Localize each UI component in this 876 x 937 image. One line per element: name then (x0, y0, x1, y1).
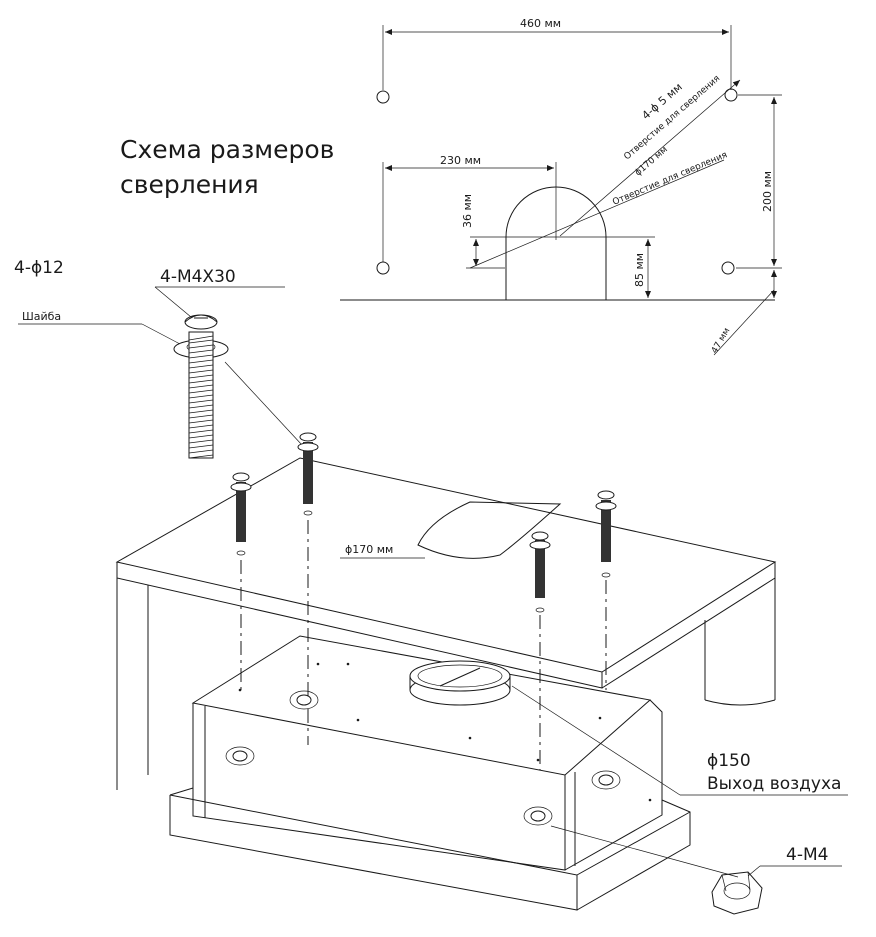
large-screw-thread (188, 339, 214, 459)
large-screw-head (184, 314, 218, 330)
mount-nut-4 (591, 770, 621, 790)
washer-label: Шайба (22, 310, 61, 323)
screw-3 (529, 531, 551, 613)
hex-nut (711, 871, 763, 915)
duct-cutout-arch (505, 186, 607, 300)
screw-leader (154, 286, 198, 323)
cutout-label: ϕ170 мм (345, 543, 393, 556)
screw-4 (595, 490, 617, 578)
screw-2 (297, 432, 319, 516)
mount-nut-3 (523, 806, 553, 826)
cabinet-duct-cutout (417, 501, 562, 559)
dim-47-label: 47 мм (710, 326, 733, 355)
title-line-1: Схема размеров (120, 135, 334, 164)
dim-230-label: 230 мм (440, 154, 481, 167)
dim-47-leader (713, 289, 775, 356)
dim-460-label: 460 мм (520, 17, 561, 30)
dim-36-label: 36 мм (461, 194, 474, 228)
cutout-note-leader (469, 159, 725, 269)
wall-cabinet: ϕ170 мм (115, 432, 777, 790)
mount-nut-1 (289, 690, 319, 710)
dim-85-label: 85 мм (633, 253, 646, 287)
hole-note-leader (559, 79, 741, 237)
hood-top-panel (191, 635, 652, 776)
outlet-label: Выход воздуха (707, 774, 841, 794)
drill-hole-bottom-left (376, 261, 390, 275)
washer-count-label: 4-ϕ12 (14, 258, 64, 278)
title-line-2: сверления (120, 170, 259, 199)
washer-leader (141, 323, 181, 345)
hood-front-frame (169, 794, 578, 911)
cabinet-bottom-panel (115, 457, 777, 673)
drill-hole-top-left (376, 90, 390, 104)
screw-label: 4-M4X30 (160, 267, 236, 287)
outlet-diameter-label: ϕ150 (707, 751, 751, 771)
nut-label: 4-M4 (786, 845, 828, 865)
dim-200-label: 200 мм (761, 171, 774, 212)
range-hood-body (169, 635, 691, 911)
drilling-scheme: 460 мм 230 мм 36 мм 85 мм 200 мм 47 мм (340, 17, 782, 356)
air-outlet-collar (409, 660, 511, 706)
mount-nut-2 (225, 746, 255, 766)
drill-hole-bottom-right (721, 261, 735, 275)
large-screw-illustration (173, 314, 303, 459)
nut-leader (550, 825, 739, 878)
outlet-leader (511, 685, 681, 796)
screw-1 (230, 472, 252, 556)
drill-hole-top-right (724, 88, 738, 102)
